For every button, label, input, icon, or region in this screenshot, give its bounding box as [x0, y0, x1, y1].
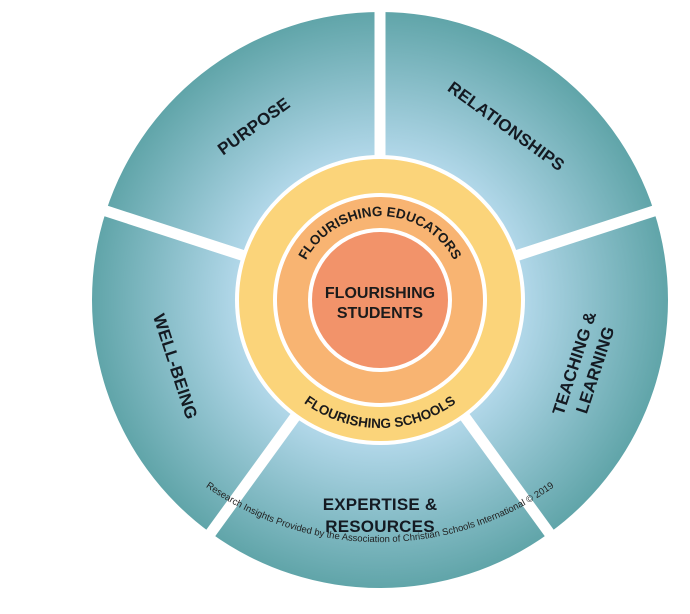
core-flourishing-students	[308, 228, 452, 372]
segment-label-expertise-resources: EXPERTISE & RESOURCES	[323, 495, 438, 536]
segment-divider	[203, 398, 311, 540]
core-label-line1: FLOURISHING	[325, 285, 435, 302]
core-label-line2: STUDENTS	[337, 305, 424, 322]
segment-teaching-learning	[456, 211, 668, 533]
segment-label-line: EXPERTISE &	[323, 495, 438, 514]
segment-well-being	[91, 211, 304, 533]
segment-divider	[498, 204, 660, 267]
segment-divider	[449, 398, 557, 540]
segment-expertise-resources	[210, 405, 550, 589]
segment-divider	[100, 204, 262, 267]
segment-label-line: RESOURCES	[325, 517, 435, 536]
segment-relationships	[380, 12, 654, 260]
segment-purpose	[106, 12, 380, 260]
